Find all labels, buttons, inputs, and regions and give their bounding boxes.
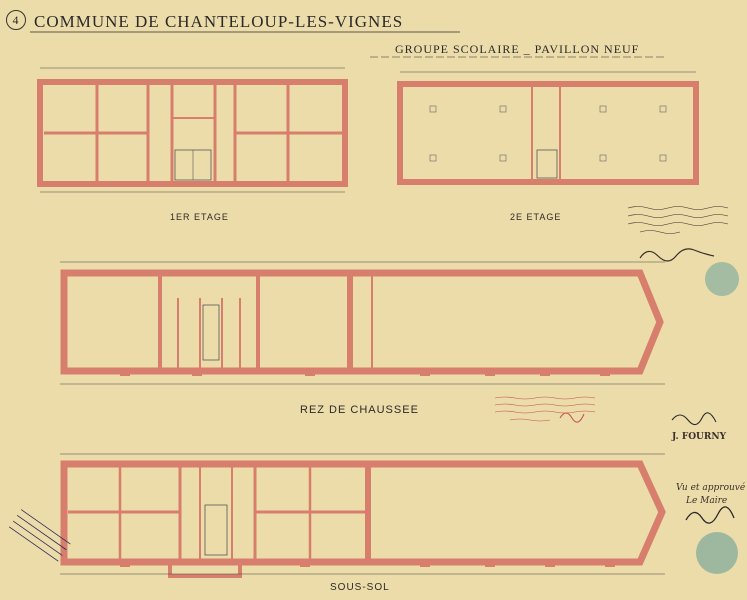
label-1er-etage: 1ER ETAGE bbox=[170, 212, 229, 222]
municipal-stamp-top bbox=[705, 262, 739, 296]
plan-1er-etage bbox=[37, 67, 348, 193]
commune-title: COMMUNE DE CHANTELOUP-LES-VIGNES bbox=[34, 12, 404, 31]
red-approval-note bbox=[494, 396, 596, 423]
project-subtitle: GROUPE SCOLAIRE _ PAVILLON NEUF bbox=[395, 42, 640, 56]
maire-text: Le Maire bbox=[686, 496, 728, 506]
label-rez-de-chaussee: REZ DE CHAUSSEE bbox=[300, 404, 419, 416]
label-sous-sol: SOUS-SOL bbox=[330, 582, 390, 593]
municipal-stamp-bottom bbox=[696, 532, 738, 574]
handwritten-note-right bbox=[627, 206, 729, 262]
signature-mid bbox=[671, 412, 717, 426]
signature-bottom bbox=[685, 506, 735, 524]
plan-2e-etage bbox=[397, 71, 699, 185]
plan-sous-sol bbox=[60, 453, 666, 578]
sheet-number: 4 bbox=[6, 10, 26, 30]
architect-stamp-name: J. FOURNY bbox=[672, 432, 727, 442]
diagonal-stamp-left bbox=[8, 509, 71, 562]
plan-rez-de-chaussee bbox=[60, 261, 665, 385]
approved-text: Vu et approuvé bbox=[676, 483, 746, 493]
label-2e-etage: 2E ETAGE bbox=[510, 212, 562, 222]
